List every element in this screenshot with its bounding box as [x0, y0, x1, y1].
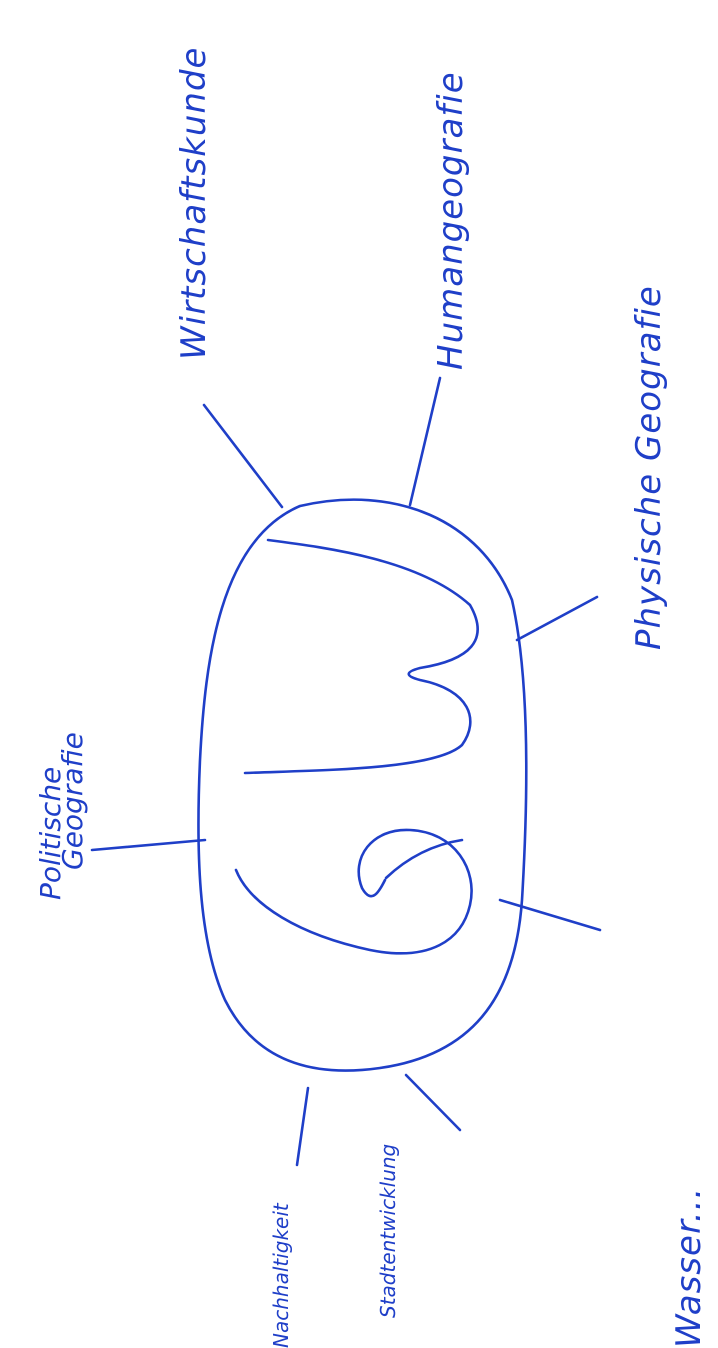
label-nachhaltigkeit: Nachhaltigkeit — [269, 1202, 293, 1348]
label-stadtentwicklung: Stadtentwicklung — [376, 1144, 400, 1318]
spoke-humangeografie — [410, 378, 440, 505]
spoke-politische-geografie — [92, 840, 205, 850]
spoke-wasser — [500, 900, 600, 930]
spoke-stadtentwicklung — [406, 1075, 460, 1130]
label-wirtschaftskunde: Wirtschaftskunde — [174, 47, 214, 360]
label-wasser-partial: Wasser... — [669, 1187, 709, 1348]
w-letter-stroke — [245, 540, 478, 773]
g-letter-stroke — [236, 830, 472, 953]
label-humangeografie: Humangeografie — [431, 71, 471, 370]
spoke-nachhaltigkeit — [297, 1088, 308, 1165]
spoke-physische-geografie — [517, 597, 597, 640]
label-politische-geografie-line2: Geografie — [56, 732, 89, 870]
central-oval — [198, 500, 526, 1071]
spoke-wirtschaftskunde — [204, 405, 282, 507]
label-physische-geografie: Physische Geografie — [629, 285, 669, 650]
